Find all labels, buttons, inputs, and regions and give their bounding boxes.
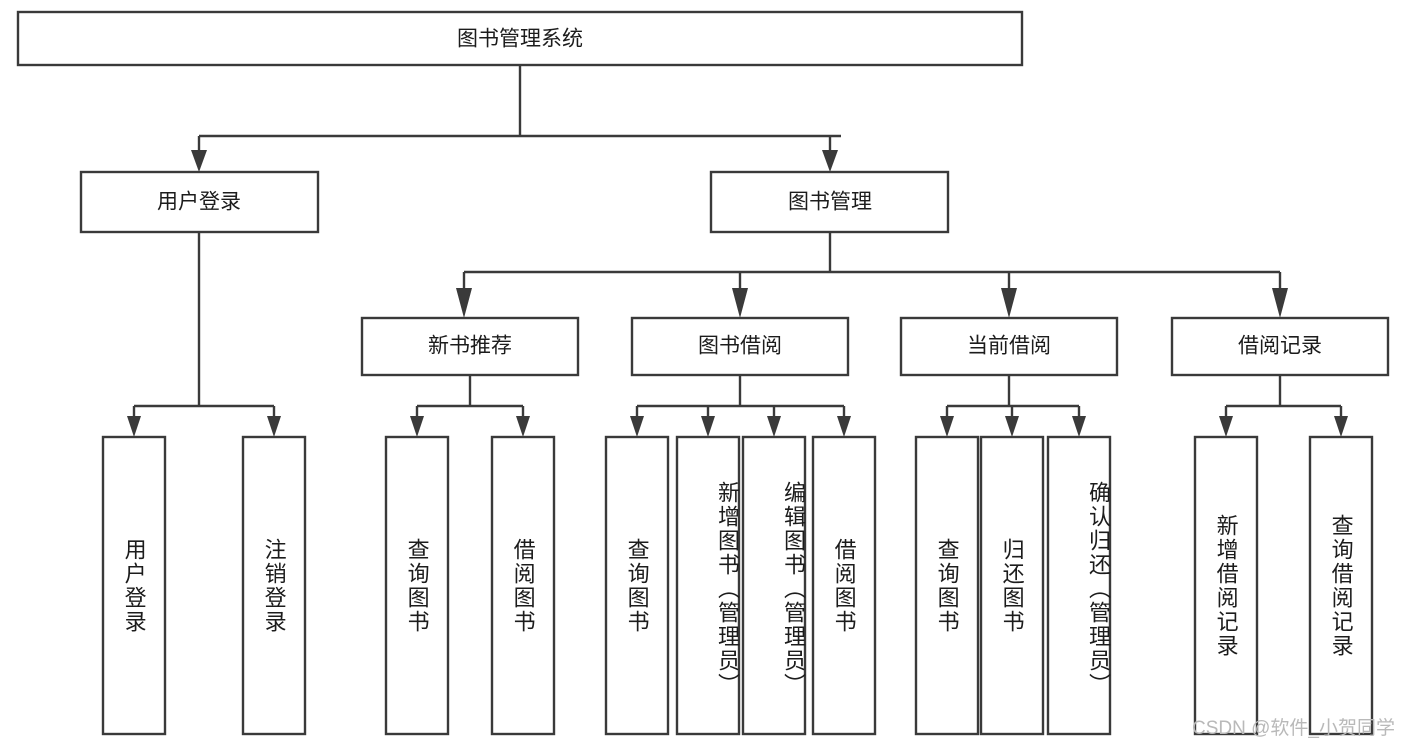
arrowhead-cb-leaf-2 xyxy=(1005,416,1019,437)
node-box-user-login[interactable] xyxy=(79,170,320,234)
arrowhead-new-book xyxy=(456,288,472,318)
leaf-box-user-login-1[interactable] xyxy=(101,435,167,736)
arrowhead-bb-leaf-1 xyxy=(630,416,644,437)
node-box-book-manage[interactable] xyxy=(709,170,950,234)
node-label-root: 图书管理系统 xyxy=(457,28,583,51)
node-box-borrow-record[interactable] xyxy=(1170,316,1390,377)
leaf-box-new-book-1[interactable] xyxy=(384,435,450,736)
arrowhead-br-leaf-1 xyxy=(1219,416,1233,437)
arrowhead-leaf-logout xyxy=(267,416,281,437)
arrowhead-cb-leaf-3 xyxy=(1072,416,1086,437)
leaf-box-current-borrow-2[interactable] xyxy=(979,435,1045,736)
node-label-user-login: 用户登录 xyxy=(157,191,241,214)
watermark-text: CSDN @软件_小贺同学 xyxy=(1192,718,1395,739)
leaf-box-user-login-2[interactable] xyxy=(241,435,307,736)
leaf-box-current-borrow-3[interactable] xyxy=(1046,435,1112,736)
arrowhead-user-login xyxy=(191,150,207,172)
leaf-box-book-borrow-2[interactable] xyxy=(675,435,741,736)
node-box-current-borrow[interactable] xyxy=(899,316,1119,377)
node-label-book-borrow: 图书借阅 xyxy=(698,335,782,358)
arrowhead-leaf-user-login xyxy=(127,416,141,437)
arrowhead-bb-leaf-4 xyxy=(837,416,851,437)
arrowhead-bb-leaf-3 xyxy=(767,416,781,437)
arrowhead-book-manage xyxy=(822,150,838,172)
node-label-current-borrow: 当前借阅 xyxy=(967,335,1051,358)
leaf-box-book-borrow-4[interactable] xyxy=(811,435,877,736)
arrowhead-bb-leaf-2 xyxy=(701,416,715,437)
leaf-box-book-borrow-3[interactable] xyxy=(741,435,807,736)
leaf-box-new-book-2[interactable] xyxy=(490,435,556,736)
arrowhead-nb-leaf-2 xyxy=(516,416,530,437)
node-box-book-borrow[interactable] xyxy=(630,316,850,377)
node-box-root[interactable] xyxy=(16,10,1024,67)
arrowhead-cb-leaf-1 xyxy=(940,416,954,437)
node-label-borrow-record: 借阅记录 xyxy=(1238,335,1322,358)
arrowhead-book-borrow xyxy=(732,288,748,318)
leaf-box-current-borrow-1[interactable] xyxy=(914,435,980,736)
node-label-book-manage: 图书管理 xyxy=(788,191,872,214)
node-box-new-book-recommend[interactable] xyxy=(360,316,580,377)
leaf-box-borrow-record-2[interactable] xyxy=(1308,435,1374,736)
arrowhead-nb-leaf-1 xyxy=(410,416,424,437)
arrowhead-current-borrow xyxy=(1001,288,1017,318)
leaf-box-borrow-record-1[interactable] xyxy=(1193,435,1259,736)
arrowhead-borrow-record xyxy=(1272,288,1288,318)
leaf-box-book-borrow-1[interactable] xyxy=(604,435,670,736)
arrowhead-br-leaf-2 xyxy=(1334,416,1348,437)
node-label-new-book-recommend: 新书推荐 xyxy=(428,335,512,358)
